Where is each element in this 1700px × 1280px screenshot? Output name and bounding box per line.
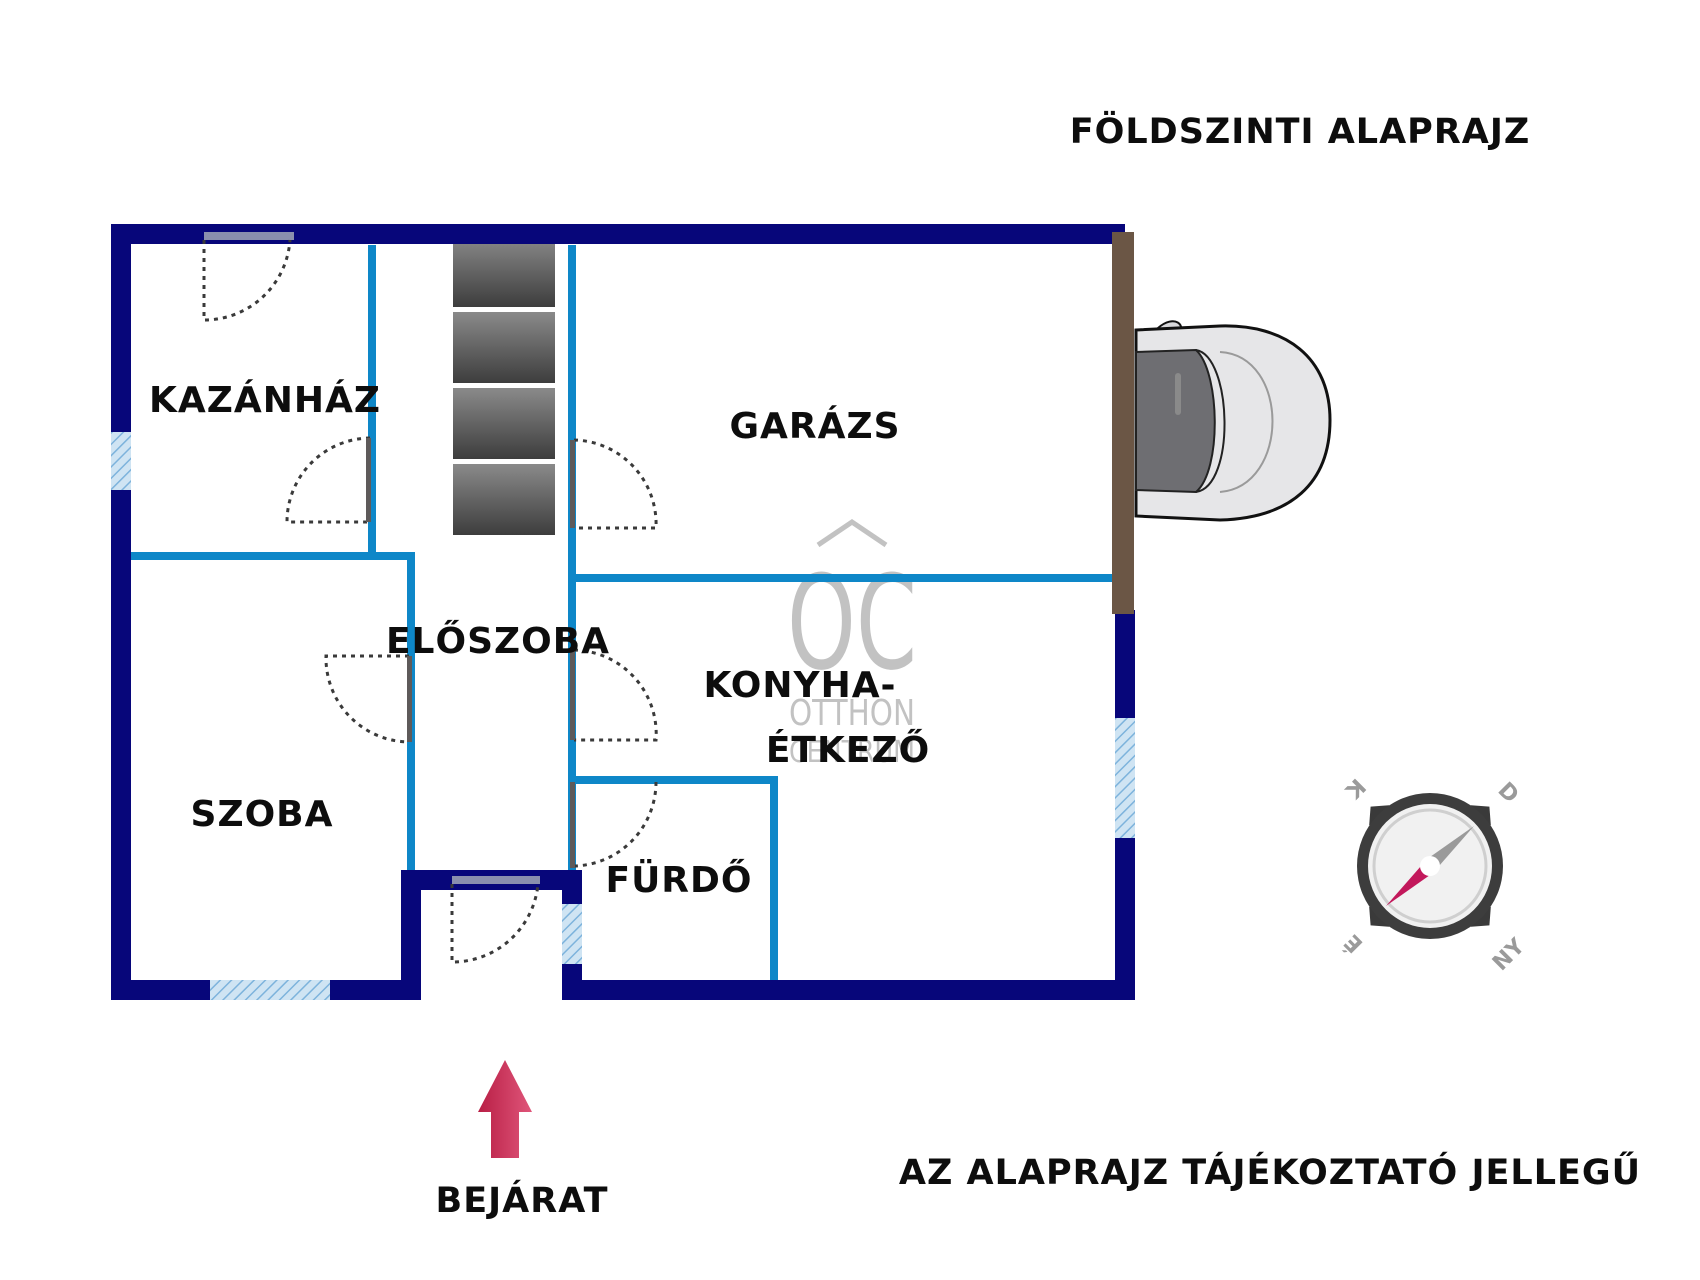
windows <box>111 432 1135 1000</box>
compass-west: NY <box>1488 933 1531 976</box>
inner-walls <box>131 245 1112 980</box>
garage-door <box>1112 232 1134 614</box>
room-label-konyha-line1: KONYHA- <box>703 665 896 706</box>
room-label-szoba: SZOBA <box>191 794 334 835</box>
plan-title: FÖLDSZINTI ALAPRAJZ <box>1070 110 1531 152</box>
compass-south: D <box>1493 778 1524 809</box>
window-konyha <box>1115 718 1135 838</box>
entrance-label: BEJÁRAT <box>436 1179 609 1221</box>
doors <box>202 239 658 964</box>
watermark-line1: OTTHON <box>789 693 915 734</box>
compass-icon <box>1357 793 1503 939</box>
staircase-icon <box>453 236 555 535</box>
room-label-garazs: GARÁZS <box>729 405 900 447</box>
disclaimer: AZ ALAPRAJZ TÁJÉKOZTATÓ JELLEGŰ <box>899 1151 1641 1193</box>
room-label-furdo: FÜRDŐ <box>605 859 752 901</box>
compass-east: K <box>1339 773 1369 803</box>
door-frame-entrance <box>452 876 540 884</box>
watermark: OC OTTHON CENTRUM <box>787 518 917 770</box>
compass-north: É <box>1339 929 1368 958</box>
window-kazanhaz <box>111 432 131 490</box>
room-label-konyha-line2: ÉTKEZŐ <box>766 729 930 771</box>
window-furdo <box>562 904 582 964</box>
entrance-arrow-icon <box>478 1060 532 1158</box>
room-label-kazanhaz: KAZÁNHÁZ <box>149 379 381 421</box>
door-leaves <box>366 438 575 868</box>
car-icon <box>1134 320 1332 522</box>
window-szoba <box>210 980 330 1000</box>
watermark-line2: CENTRUM <box>789 735 915 770</box>
room-label-eloszoba: ELŐSZOBA <box>386 620 610 662</box>
door-frame-kazanhaz <box>204 232 294 240</box>
watermark-logo: OC <box>787 547 917 699</box>
